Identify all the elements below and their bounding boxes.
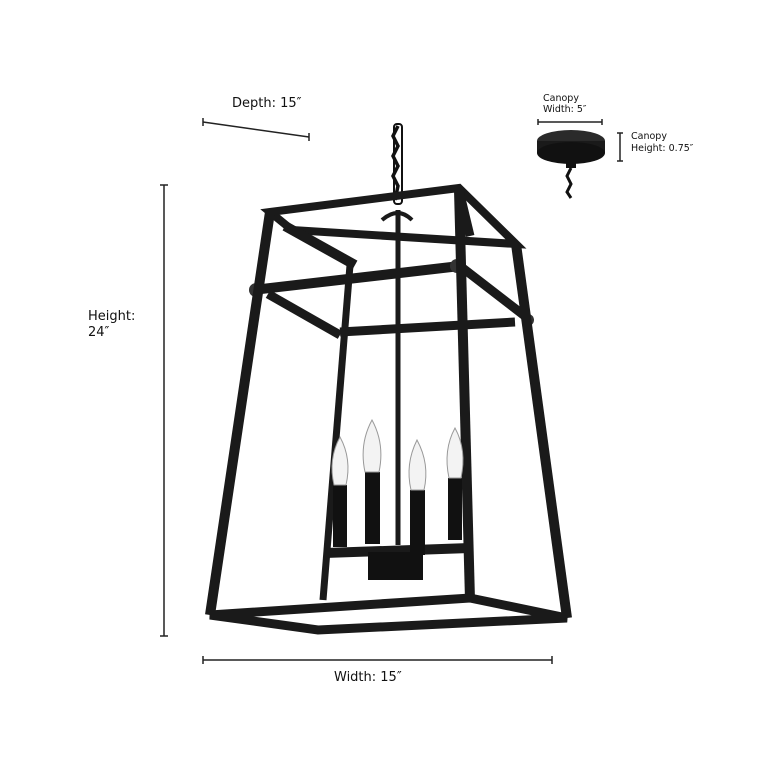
canopy-width-dimension-line xyxy=(537,119,603,125)
dimension-lines xyxy=(160,118,623,664)
width-dimension-line xyxy=(202,656,553,664)
candle-4 xyxy=(446,426,464,540)
candle-cluster xyxy=(325,418,470,580)
height-dimension-line xyxy=(160,184,168,637)
canopy-height-dimension-line xyxy=(617,132,623,162)
height-label-line1: Height: xyxy=(88,309,136,324)
depth-label: Depth: 15″ xyxy=(232,96,302,111)
chain xyxy=(391,123,403,205)
candle-2 xyxy=(362,418,382,544)
height-label-line2: 24″ xyxy=(88,325,110,340)
canopy-width-label-line1: Canopy xyxy=(543,93,579,104)
lantern-frame xyxy=(205,183,572,635)
width-label: Width: 15″ xyxy=(334,670,402,685)
candle-3 xyxy=(408,438,427,555)
canopy-detail xyxy=(537,130,605,199)
canopy-height-label-line2: Height: 0.75″ xyxy=(631,143,694,154)
canopy-width-label-line2: Width: 5″ xyxy=(543,104,587,115)
canopy-height-label-line1: Canopy xyxy=(631,131,667,142)
candle-1 xyxy=(331,435,349,547)
depth-dimension-line xyxy=(202,118,310,141)
